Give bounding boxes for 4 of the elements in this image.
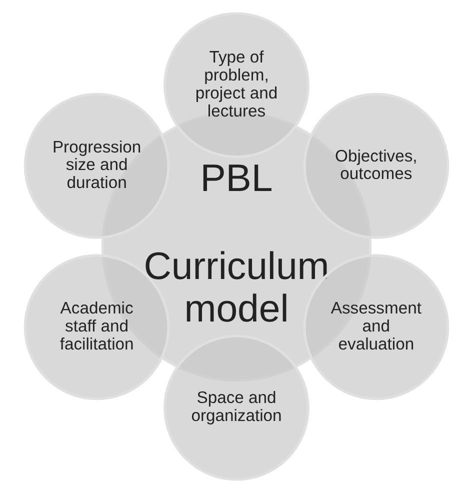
node-circle: Objectives, outcomes — [302, 92, 449, 239]
node-circle: Type of problem, project and lectures — [163, 12, 309, 158]
node-circle: Progression size and duration — [23, 92, 170, 239]
node-circle: Space and organization — [163, 334, 309, 481]
